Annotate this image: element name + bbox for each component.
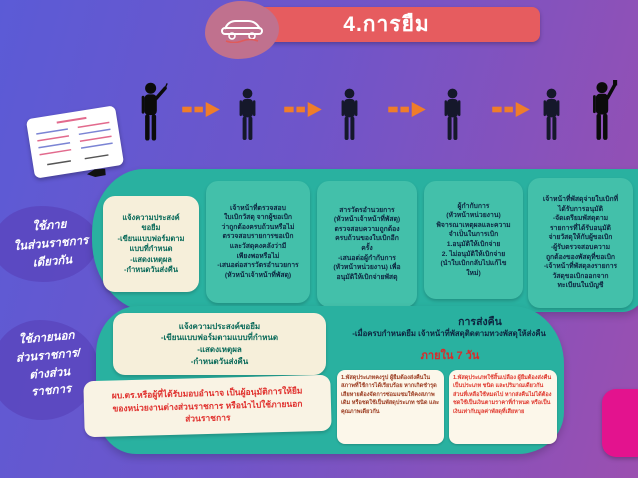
external-approval-note: ผบ.ตร.หรือผู้ที่ได้รับมอบอำนาจ เป็นผู้อน… [83, 374, 332, 438]
internal-use-label: ใช้ภาย ในส่วนราชการ เดียวกัน [13, 218, 89, 270]
car-doodle-icon [218, 13, 266, 48]
arrow-right-icon [492, 102, 530, 117]
arrow-right-icon [284, 102, 322, 117]
person-icon [236, 88, 259, 148]
pointing-person-icon [136, 82, 168, 149]
internal-step-card-4: ผู้กำกับการ (หัวหน้าหน่วยงาน) พิจารณาเหต… [424, 181, 523, 299]
arrow-right-icon [182, 102, 220, 117]
arrow-right-icon [388, 102, 426, 117]
page-title: 4.การยืม [233, 7, 540, 42]
flag-person-icon [586, 80, 618, 147]
internal-label-blob [0, 206, 98, 282]
external-request-card: แจ้งความประสงค์ขอยืม -เขียนแบบฟอร์มตามแบ… [113, 313, 326, 375]
pen-icon [81, 159, 112, 191]
internal-step-card-5: เจ้าหน้าที่พัสดุจ่ายใบเบิกที่ ได้รับการอ… [528, 178, 633, 308]
internal-step-card-2: เจ้าหน้าที่ตรวจสอบ ใบเบิกวัสดุ จากผู้ขอเ… [206, 181, 310, 303]
person-icon [540, 88, 563, 148]
return-deadline: ภายใน 7 วัน [420, 350, 480, 362]
person-icon [441, 88, 464, 148]
return-note-consumable: 1.พัสดุประเภทใช้สิ้นเปลือง ผู้ยืมต้องส่ง… [449, 370, 557, 444]
title-doodle-blob [205, 1, 279, 59]
external-label-blob [0, 320, 98, 420]
person-icon [338, 88, 361, 148]
internal-step-card-3: สารวัตรอำนวยการ (หัวหน้าเจ้าหน้าที่พัสดุ… [317, 181, 417, 307]
magenta-corner-tab [602, 389, 638, 457]
return-note-durable: 1.พัสดุประเภทคงรูป ผู้ยืมต้องส่งคืนในสภา… [337, 370, 444, 444]
return-intro-text: -เมื่อครบกำหนดยืม เจ้าหน้าที่พัสดุติดตาม… [352, 329, 546, 338]
return-section-title: การส่งคืน [458, 316, 502, 328]
internal-step-card-1: แจ้งความประสงค์ ขอยืม -เขียนแบบฟอร์มตาม … [103, 196, 199, 292]
external-use-label: ใช้ภายนอก ส่วนราชการ/ ต่างส่วน ราชการ [15, 329, 81, 400]
borrow-form-icon [25, 105, 125, 179]
